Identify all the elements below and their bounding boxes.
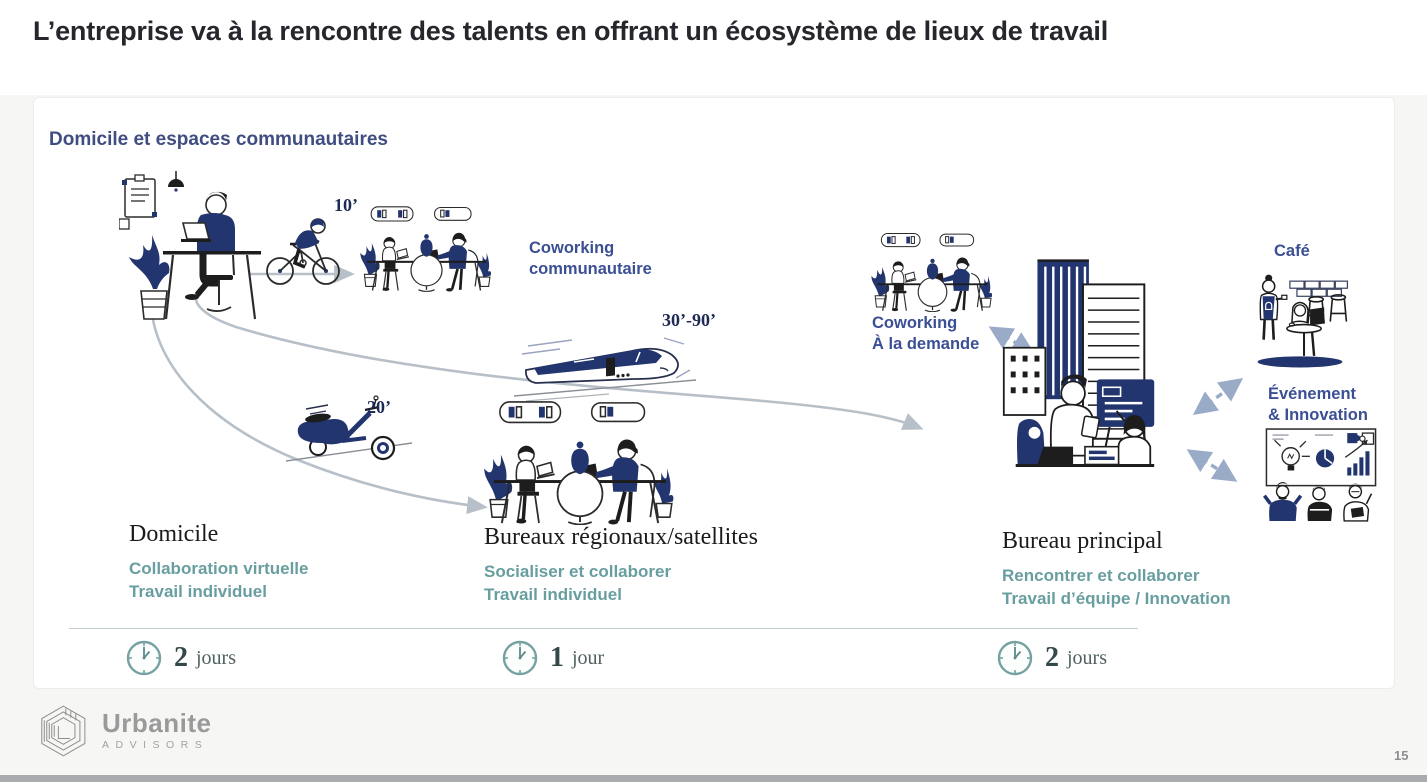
- duration-regional-value: 1: [550, 642, 564, 673]
- evenement-line1: Événement: [1268, 385, 1357, 403]
- evenement-label: Événement & Innovation: [1268, 384, 1368, 426]
- location-domicile: Domicile Collaboration virtuelle Travail…: [129, 521, 308, 603]
- bike-time-label: 10’: [334, 195, 358, 215]
- coworking-demande-label: Coworking À la demande: [872, 313, 979, 355]
- location-regional-desc1: Socialiser et collaborer: [484, 562, 672, 581]
- duration-regional-unit: jour: [572, 646, 605, 669]
- innovation-illustration: [1262, 428, 1377, 522]
- location-regional-name: Bureaux régionaux/satellites: [484, 524, 758, 550]
- location-regional: Bureaux régionaux/satellites Socialiser …: [484, 524, 758, 606]
- duration-principal-unit: jours: [1067, 646, 1107, 669]
- location-domicile-desc1: Collaboration virtuelle: [129, 559, 309, 578]
- bicycle-commuter-illustration: [266, 218, 340, 285]
- location-principal-desc: Rencontrer et collaborer Travail d’équip…: [1002, 564, 1231, 610]
- location-regional-desc: Socialiser et collaborer Travail individ…: [484, 560, 758, 606]
- location-principal: Bureau principal Rencontrer et collabore…: [1002, 528, 1231, 610]
- regional-office-illustration: [482, 398, 678, 525]
- content-card: Domicile et espaces communautaires: [33, 97, 1395, 689]
- coworking-communautaire-line1: Coworking: [529, 239, 615, 257]
- coworking-communautaire-illustration: [359, 204, 494, 292]
- duration-domicile: 2 jours: [124, 638, 236, 678]
- location-principal-desc2: Travail d’équipe / Innovation: [1002, 589, 1231, 608]
- duration-principal-value: 2: [1045, 642, 1059, 673]
- location-domicile-name: Domicile: [129, 521, 219, 547]
- location-principal-name: Bureau principal: [1002, 528, 1163, 554]
- coworking-demande-line2: À la demande: [872, 335, 980, 353]
- clock-icon: [995, 638, 1035, 678]
- coworking-communautaire-label: Coworking communautaire: [529, 238, 652, 280]
- clock-icon: [500, 638, 540, 678]
- train-time-label: 30’-90’: [662, 310, 716, 330]
- arrow-home-to-main-office: [194, 281, 924, 430]
- location-domicile-desc: Collaboration virtuelle Travail individu…: [129, 557, 308, 603]
- train-illustration: [514, 337, 697, 402]
- brand-subtitle: ADVISORS: [102, 739, 209, 751]
- section-header: Domicile et espaces communautaires: [49, 129, 388, 150]
- location-principal-desc1: Rencontrer et collaborer: [1002, 566, 1200, 585]
- brand-logo-hexagon-icon: [41, 705, 86, 757]
- home-worker-illustration: [119, 171, 261, 320]
- duration-domicile-unit: jours: [196, 646, 236, 669]
- cafe-illustration: [1257, 274, 1349, 368]
- location-regional-desc2: Travail individuel: [484, 585, 622, 604]
- duration-regional: 1 jour: [500, 638, 604, 678]
- coworking-demande-line1: Coworking: [872, 314, 958, 332]
- coworking-communautaire-line2: communautaire: [529, 260, 652, 278]
- dashed-arrow-cafe: [1192, 377, 1244, 416]
- header-band: [0, 0, 1427, 95]
- duration-divider: [69, 628, 1138, 629]
- page-title: L’entreprise va à la rencontre des talen…: [33, 16, 1109, 46]
- scooter-time-label: 20’: [367, 397, 391, 417]
- bottom-strip: [0, 775, 1427, 782]
- duration-domicile-value: 2: [174, 642, 188, 673]
- main-office-illustration: [1002, 259, 1155, 467]
- clock-icon: [124, 638, 164, 678]
- location-domicile-desc2: Travail individuel: [129, 582, 267, 601]
- dashed-arrow-evenement: [1186, 449, 1238, 482]
- page-number: 15: [1394, 748, 1409, 763]
- evenement-line2: & Innovation: [1268, 406, 1368, 424]
- brand-logo-text: Urbanite ADVISORS: [102, 710, 211, 751]
- brand-name: Urbanite: [102, 708, 212, 738]
- cafe-label: Café: [1274, 242, 1310, 260]
- duration-principal: 2 jours: [995, 638, 1107, 678]
- scooter-illustration: [286, 395, 413, 462]
- coworking-demande-illustration: [870, 231, 995, 312]
